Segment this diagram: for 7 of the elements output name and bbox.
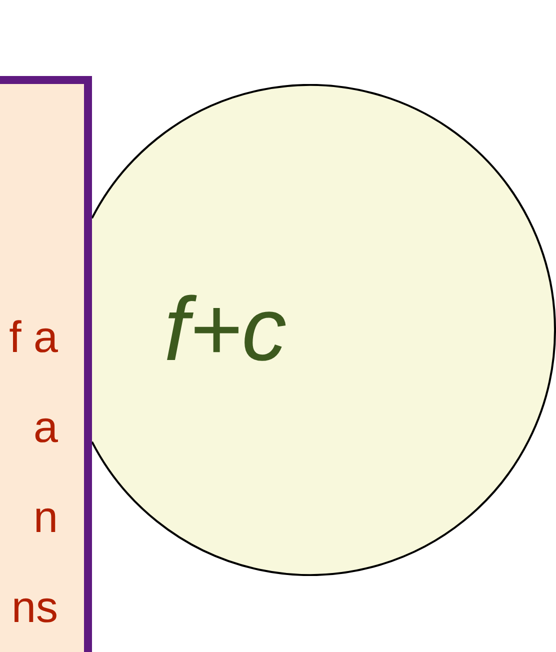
text-fragment: a bbox=[34, 402, 58, 454]
text-fragment: n bbox=[34, 492, 58, 544]
text-fragment: ns bbox=[12, 582, 58, 634]
text-fragment: f a bbox=[9, 312, 58, 364]
text-box bbox=[0, 76, 92, 652]
formula-text: f+c bbox=[164, 285, 287, 375]
circle-node bbox=[92, 84, 556, 576]
